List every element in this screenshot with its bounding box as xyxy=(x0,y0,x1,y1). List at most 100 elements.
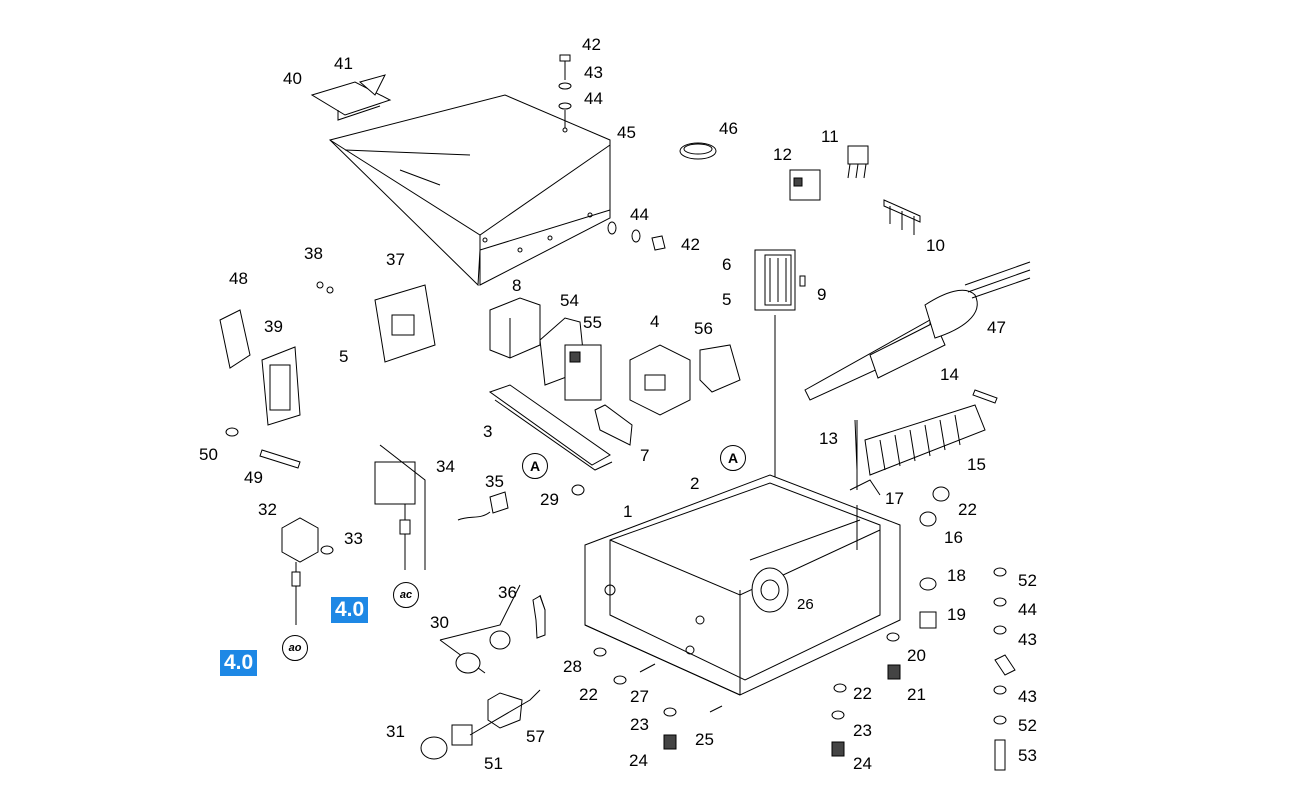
terminal-bar-10 xyxy=(883,199,921,235)
part-label: 21 xyxy=(907,685,926,704)
part-label: 42 xyxy=(582,35,601,54)
part-label: 26 xyxy=(797,596,814,613)
pcb-37 xyxy=(374,284,436,363)
part-label: 46 xyxy=(719,119,738,138)
part-label: 3 xyxy=(483,422,493,441)
part-label: 44 xyxy=(584,89,603,108)
part-label: 56 xyxy=(694,319,713,338)
part-label: 5 xyxy=(339,347,349,366)
part-label: 33 xyxy=(344,529,363,548)
contactor-4 xyxy=(629,344,691,416)
part-label: 54 xyxy=(560,291,579,310)
bracket-48 xyxy=(219,309,251,369)
part-label: 14 xyxy=(940,365,959,384)
part-label: 18 xyxy=(947,566,966,585)
part-label: 22 xyxy=(853,684,872,703)
part-label: 50 xyxy=(199,445,218,464)
part-label: 10 xyxy=(926,236,945,255)
top-cover-45 xyxy=(329,94,611,287)
knob-31 xyxy=(420,736,448,760)
part-label: 40 xyxy=(283,69,302,88)
reference-badge[interactable]: 4.0 xyxy=(220,650,258,676)
indicator-30a xyxy=(455,652,481,674)
part-label: 2 xyxy=(690,474,700,493)
part-label: 4 xyxy=(650,312,660,331)
part-label: 12 xyxy=(773,145,792,164)
part-label: 35 xyxy=(485,472,504,491)
part-label: 39 xyxy=(264,317,283,336)
part-label: 37 xyxy=(386,250,405,269)
module-56 xyxy=(699,344,741,393)
part-label: 7 xyxy=(640,446,650,465)
part-label: 44 xyxy=(630,205,649,224)
part-label: 24 xyxy=(853,754,872,773)
part-label: 29 xyxy=(540,490,559,509)
pcb-39 xyxy=(261,346,301,426)
contactor-8 xyxy=(489,297,541,359)
part-label: 6 xyxy=(722,255,732,274)
part-label: 57 xyxy=(526,727,545,746)
part-label: 48 xyxy=(229,269,248,288)
bracket-51 xyxy=(451,724,473,746)
bolt-stack-right xyxy=(993,567,1016,771)
part-label: 42 xyxy=(681,235,700,254)
part-label: 17 xyxy=(885,489,904,508)
part-label: 1 xyxy=(623,502,633,521)
part-label: 43 xyxy=(1018,687,1037,706)
screw-stack-right xyxy=(607,221,666,251)
relay-34 xyxy=(374,461,416,570)
terminal-block-15 xyxy=(864,404,986,476)
part-label: 11 xyxy=(821,127,839,146)
switch-57 xyxy=(487,692,523,729)
part-label: 13 xyxy=(819,429,838,448)
part-label: 43 xyxy=(584,63,603,82)
part-label: 38 xyxy=(304,244,323,263)
relay-11 xyxy=(847,145,869,179)
din-rail-3 xyxy=(488,384,611,466)
part-label: 22 xyxy=(958,500,977,519)
part-label: 55 xyxy=(583,313,602,332)
cable-bundle-47 xyxy=(804,261,1031,401)
part-label: 8 xyxy=(512,276,522,295)
part-label: 34 xyxy=(436,457,455,476)
part-label: 25 xyxy=(695,730,714,749)
part-label: 19 xyxy=(947,605,966,624)
part-label: 31 xyxy=(386,722,405,741)
part-label: 43 xyxy=(1018,630,1037,649)
part-label: 30 xyxy=(430,613,449,632)
module-55 xyxy=(564,344,602,401)
callout-circle-ac: ac xyxy=(393,582,419,608)
callout-circle-a: A xyxy=(720,445,746,471)
fan-26 xyxy=(751,567,789,613)
part-label: 53 xyxy=(1018,746,1037,765)
part-label: 41 xyxy=(334,54,353,73)
part-label: 15 xyxy=(967,455,986,474)
part-label: 23 xyxy=(630,715,649,734)
reference-badge[interactable]: 4.0 xyxy=(331,597,369,623)
part-label: 52 xyxy=(1018,716,1037,735)
relay-32 xyxy=(281,517,319,625)
part-label: 23 xyxy=(853,721,872,740)
part-label: 44 xyxy=(1018,600,1037,619)
part-label: 49 xyxy=(244,468,263,487)
part-label: 20 xyxy=(907,646,926,665)
transformer-6 xyxy=(754,249,796,560)
part-label: 5 xyxy=(722,290,732,309)
part-label: 45 xyxy=(617,123,636,142)
part-label: 32 xyxy=(258,500,277,519)
part-label: 9 xyxy=(817,285,827,304)
screw-stack-top xyxy=(558,54,572,128)
part-label: 52 xyxy=(1018,571,1037,590)
callout-circle-a: A xyxy=(522,453,548,479)
part-label: 51 xyxy=(484,754,503,773)
main-housing-1 xyxy=(584,474,901,696)
part-label: 24 xyxy=(629,751,648,770)
ring-46 xyxy=(679,142,717,160)
part-label: 22 xyxy=(579,685,598,704)
part-label: 47 xyxy=(987,318,1006,337)
part-label: 28 xyxy=(563,657,582,676)
bracket-41 xyxy=(358,74,386,96)
bracket-7 xyxy=(594,404,633,446)
callout-circle-ao: ao xyxy=(282,635,308,661)
